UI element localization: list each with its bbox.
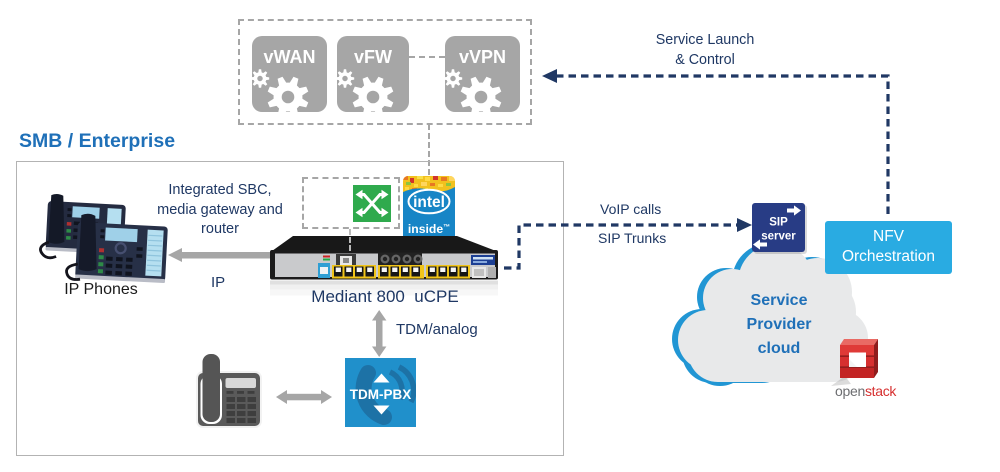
svg-text:server: server <box>761 231 796 243</box>
svg-text:SIP: SIP <box>769 217 788 229</box>
svg-text:openstack: openstack <box>835 383 897 399</box>
svg-text:Service: Service <box>751 292 808 309</box>
svg-text:cloud: cloud <box>758 340 801 357</box>
svg-text:intel: intel <box>413 194 445 211</box>
svg-text:TDM-PBX: TDM-PBX <box>350 387 412 402</box>
svg-text:Provider: Provider <box>747 316 812 333</box>
svg-text:inside™: inside™ <box>408 222 450 236</box>
